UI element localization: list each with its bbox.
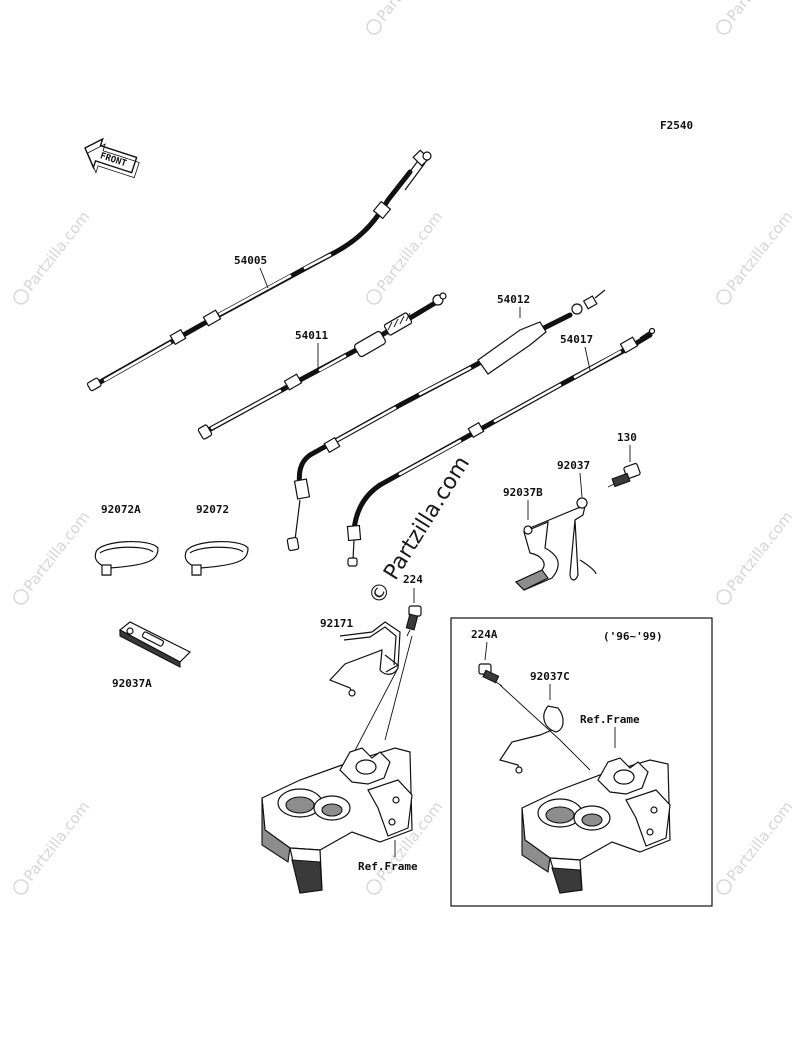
clip-92171	[328, 621, 401, 697]
clutch-cable-54011	[197, 292, 447, 440]
label-92037B: 92037B	[503, 486, 543, 499]
clip-92037	[529, 497, 597, 581]
watermark-text: Partzilla.com	[20, 508, 93, 595]
inset-panel: ('96~'99) 224A 92037C Ref.Frame	[450, 617, 713, 907]
band-clamp-92072A	[94, 541, 159, 576]
watermark-text: Partzilla.com	[20, 208, 93, 295]
clip-92037C	[499, 705, 564, 774]
watermark-text: Partzilla.com	[723, 208, 796, 295]
inset-years: ('96~'99)	[603, 630, 663, 643]
label-92037: 92037	[557, 459, 590, 472]
label-92072A: 92072A	[101, 503, 141, 516]
watermark-text: Partzilla.com	[373, 208, 446, 295]
label-92072: 92072	[196, 503, 229, 516]
watermark-text: Partzilla.com	[723, 798, 796, 885]
label-92171: 92171	[320, 617, 353, 630]
throttle-cable-54005	[86, 149, 432, 392]
watermark-text: Partzilla.com	[373, 0, 446, 25]
front-arrow-icon: FRONT	[84, 137, 140, 179]
cable-54017	[346, 327, 656, 567]
watermark-text: Partzilla.com	[723, 0, 796, 25]
label-92037A: 92037A	[112, 677, 152, 690]
cable-54012	[286, 289, 606, 552]
band-clamp-92072	[184, 541, 249, 576]
watermark-text: Partzilla.com	[20, 798, 93, 885]
bracket-92037A	[118, 621, 192, 668]
bolt-224	[405, 605, 422, 637]
label-130: 130	[617, 431, 637, 444]
label-224: 224	[403, 573, 423, 586]
bolt-130	[607, 462, 641, 488]
figure-code: F2540	[660, 119, 693, 132]
label-54012: 54012	[497, 293, 530, 306]
bolt-224A	[478, 663, 503, 687]
label-92037C: 92037C	[530, 670, 570, 683]
label-54017: 54017	[560, 333, 593, 346]
bracket-92037B	[514, 521, 559, 591]
label-54005: 54005	[234, 254, 267, 267]
watermark-text: Partzilla.com	[723, 508, 796, 595]
steering-head-frame-left	[261, 747, 413, 894]
label-54011: 54011	[295, 329, 328, 342]
label-224A: 224A	[471, 628, 498, 641]
label-ref-frame-inset: Ref.Frame	[580, 713, 640, 726]
label-ref-frame-left: Ref.Frame	[358, 860, 418, 873]
